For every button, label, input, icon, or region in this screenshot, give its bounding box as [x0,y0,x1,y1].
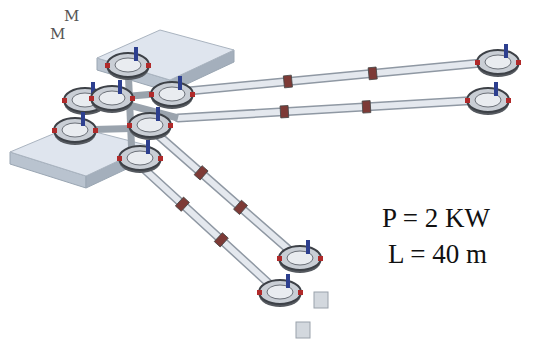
valve-device [52,112,98,145]
valve-device [257,274,303,307]
pipe-coupling [214,233,228,247]
pipe [132,158,276,290]
small-block [314,292,328,308]
motor-mark: M [64,8,79,25]
pipe [178,62,492,92]
valve-device [117,140,163,173]
pipe-coupling [283,75,292,88]
valve-device [127,107,173,140]
valve-device [149,76,195,109]
pipe-coupling [175,197,189,211]
pipe [178,100,482,118]
pipe-coupling [234,200,248,214]
length-value: L = 40 m [388,240,487,270]
valve-device [105,47,151,80]
pipe [178,100,482,118]
power-value: P = 2 KW [382,204,490,234]
valve-device [277,240,323,273]
valve-device [465,82,511,115]
valve-device [89,80,135,113]
pipe-coupling [280,105,289,117]
pipe [178,62,492,92]
small-block [296,322,310,338]
pipe-coupling [194,166,208,180]
pipe-coupling [362,101,371,113]
pipe-coupling [368,67,377,80]
motor-mark: M [50,26,65,43]
slab-top [97,30,234,80]
pipe [132,158,276,290]
valve-device [475,44,521,77]
